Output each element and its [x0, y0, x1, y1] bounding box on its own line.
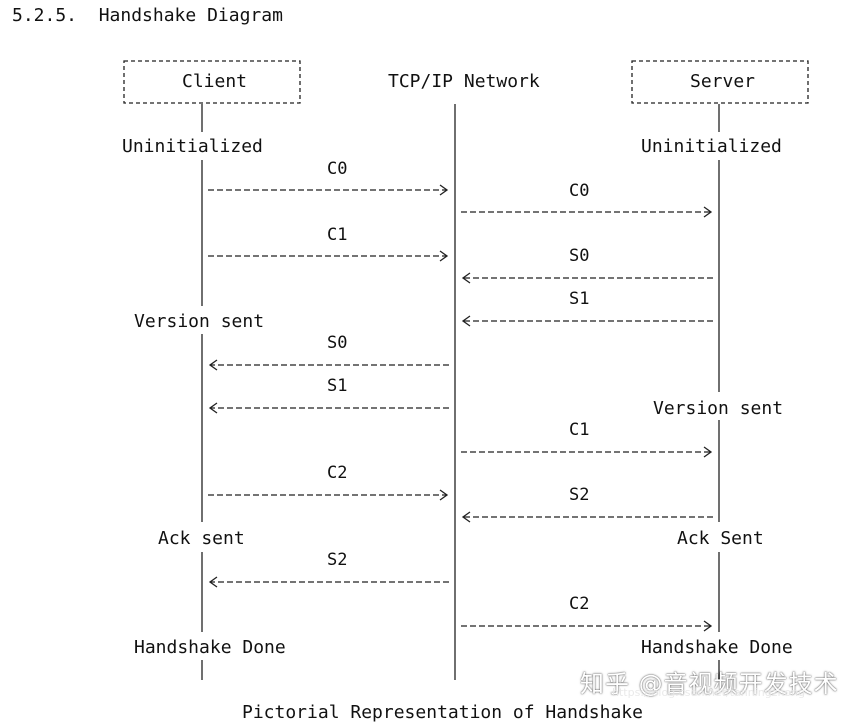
message-label: C1 — [327, 225, 348, 245]
arrow-head-icon — [703, 446, 713, 458]
message-label: C2 — [327, 463, 348, 483]
server-state-uninitialized: Uninitialized — [641, 136, 782, 157]
message-label: S0 — [327, 333, 348, 353]
client-lane-title: Client — [182, 71, 248, 92]
arrow-head-icon — [439, 489, 449, 501]
message-label: C0 — [569, 181, 590, 201]
client-state-version-sent: Version sent — [134, 311, 265, 332]
network-lane-title: TCP/IP Network — [388, 71, 540, 92]
watermark-text: 知乎 @音视频开发技术 — [580, 670, 839, 698]
client-state-done: Handshake Done — [134, 637, 286, 658]
message-label: C2 — [569, 594, 590, 614]
message-label: S1 — [327, 376, 348, 396]
arrow-head-icon — [461, 315, 471, 327]
server-lane-title: Server — [690, 71, 756, 92]
arrow-head-icon — [461, 511, 471, 523]
message-label: S1 — [569, 289, 590, 309]
arrow-head-icon — [703, 620, 713, 632]
arrow-head-icon — [703, 206, 713, 218]
arrow-head-icon — [208, 402, 218, 414]
section-title: 5.2.5. Handshake Diagram — [12, 5, 283, 26]
arrow-head-icon — [439, 250, 449, 262]
message-label: C1 — [569, 420, 590, 440]
arrow-head-icon — [439, 184, 449, 196]
arrow-head-icon — [461, 272, 471, 284]
message-label: S2 — [569, 485, 590, 505]
server-state-done: Handshake Done — [641, 637, 793, 658]
server-state-ack-sent: Ack Sent — [677, 528, 764, 549]
client-state-uninitialized: Uninitialized — [122, 136, 263, 157]
client-state-ack-sent: Ack sent — [158, 528, 245, 549]
diagram-caption: Pictorial Representation of Handshake — [242, 702, 643, 723]
message-label: C0 — [327, 159, 348, 179]
client-box — [123, 60, 301, 104]
message-label: S0 — [569, 246, 590, 266]
arrow-head-icon — [208, 576, 218, 588]
watermark-url: https://blog.csdn.net/tanningzhong — [612, 686, 806, 699]
message-label: S2 — [327, 550, 348, 570]
arrow-head-icon — [208, 359, 218, 371]
server-box — [631, 60, 809, 104]
server-state-version-sent: Version sent — [653, 398, 784, 419]
